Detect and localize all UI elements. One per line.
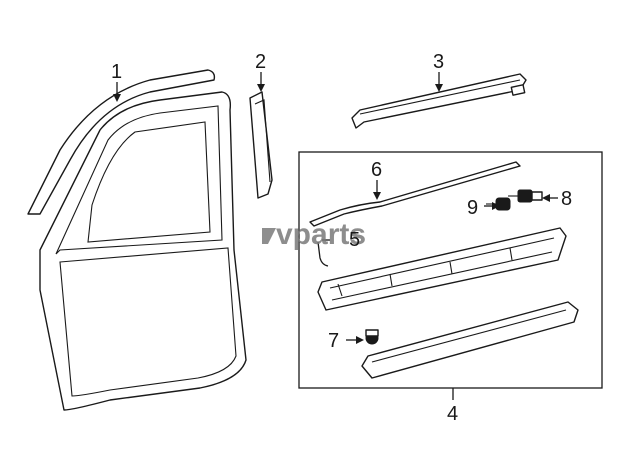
callout-8: 8 (561, 188, 572, 210)
vparts-logo-mark (262, 228, 276, 244)
callout-5: 5 (349, 229, 360, 251)
callout-2: 2 (255, 51, 266, 73)
part-3-belt-weatherstrip (351, 73, 527, 129)
callout-1: 1 (111, 61, 122, 83)
door-shell (39, 91, 247, 411)
part-5-clip (317, 241, 329, 267)
callout-9: 9 (467, 197, 478, 219)
vparts-watermark: vparts (262, 218, 366, 251)
part-6-moulding-strip (309, 161, 521, 227)
watermark-text: vparts (276, 218, 366, 251)
part-8-bolt (508, 189, 543, 203)
assembly-box (298, 151, 603, 389)
callout-7: 7 (328, 330, 339, 352)
part-4-door-moulding-upper (317, 227, 567, 311)
part-7-clip (365, 329, 379, 345)
part-9-screw (486, 197, 511, 211)
callout-3: 3 (433, 51, 444, 73)
leader-lines (113, 72, 558, 400)
callouts: 1 2 3 4 5 6 7 8 9 (111, 51, 572, 425)
callout-6: 6 (371, 159, 382, 181)
part-2-pillar-garnish (249, 91, 273, 199)
callout-4: 4 (447, 403, 458, 425)
part-1-frame-moulding (27, 69, 216, 215)
part-4-door-moulding-lower (361, 301, 579, 379)
